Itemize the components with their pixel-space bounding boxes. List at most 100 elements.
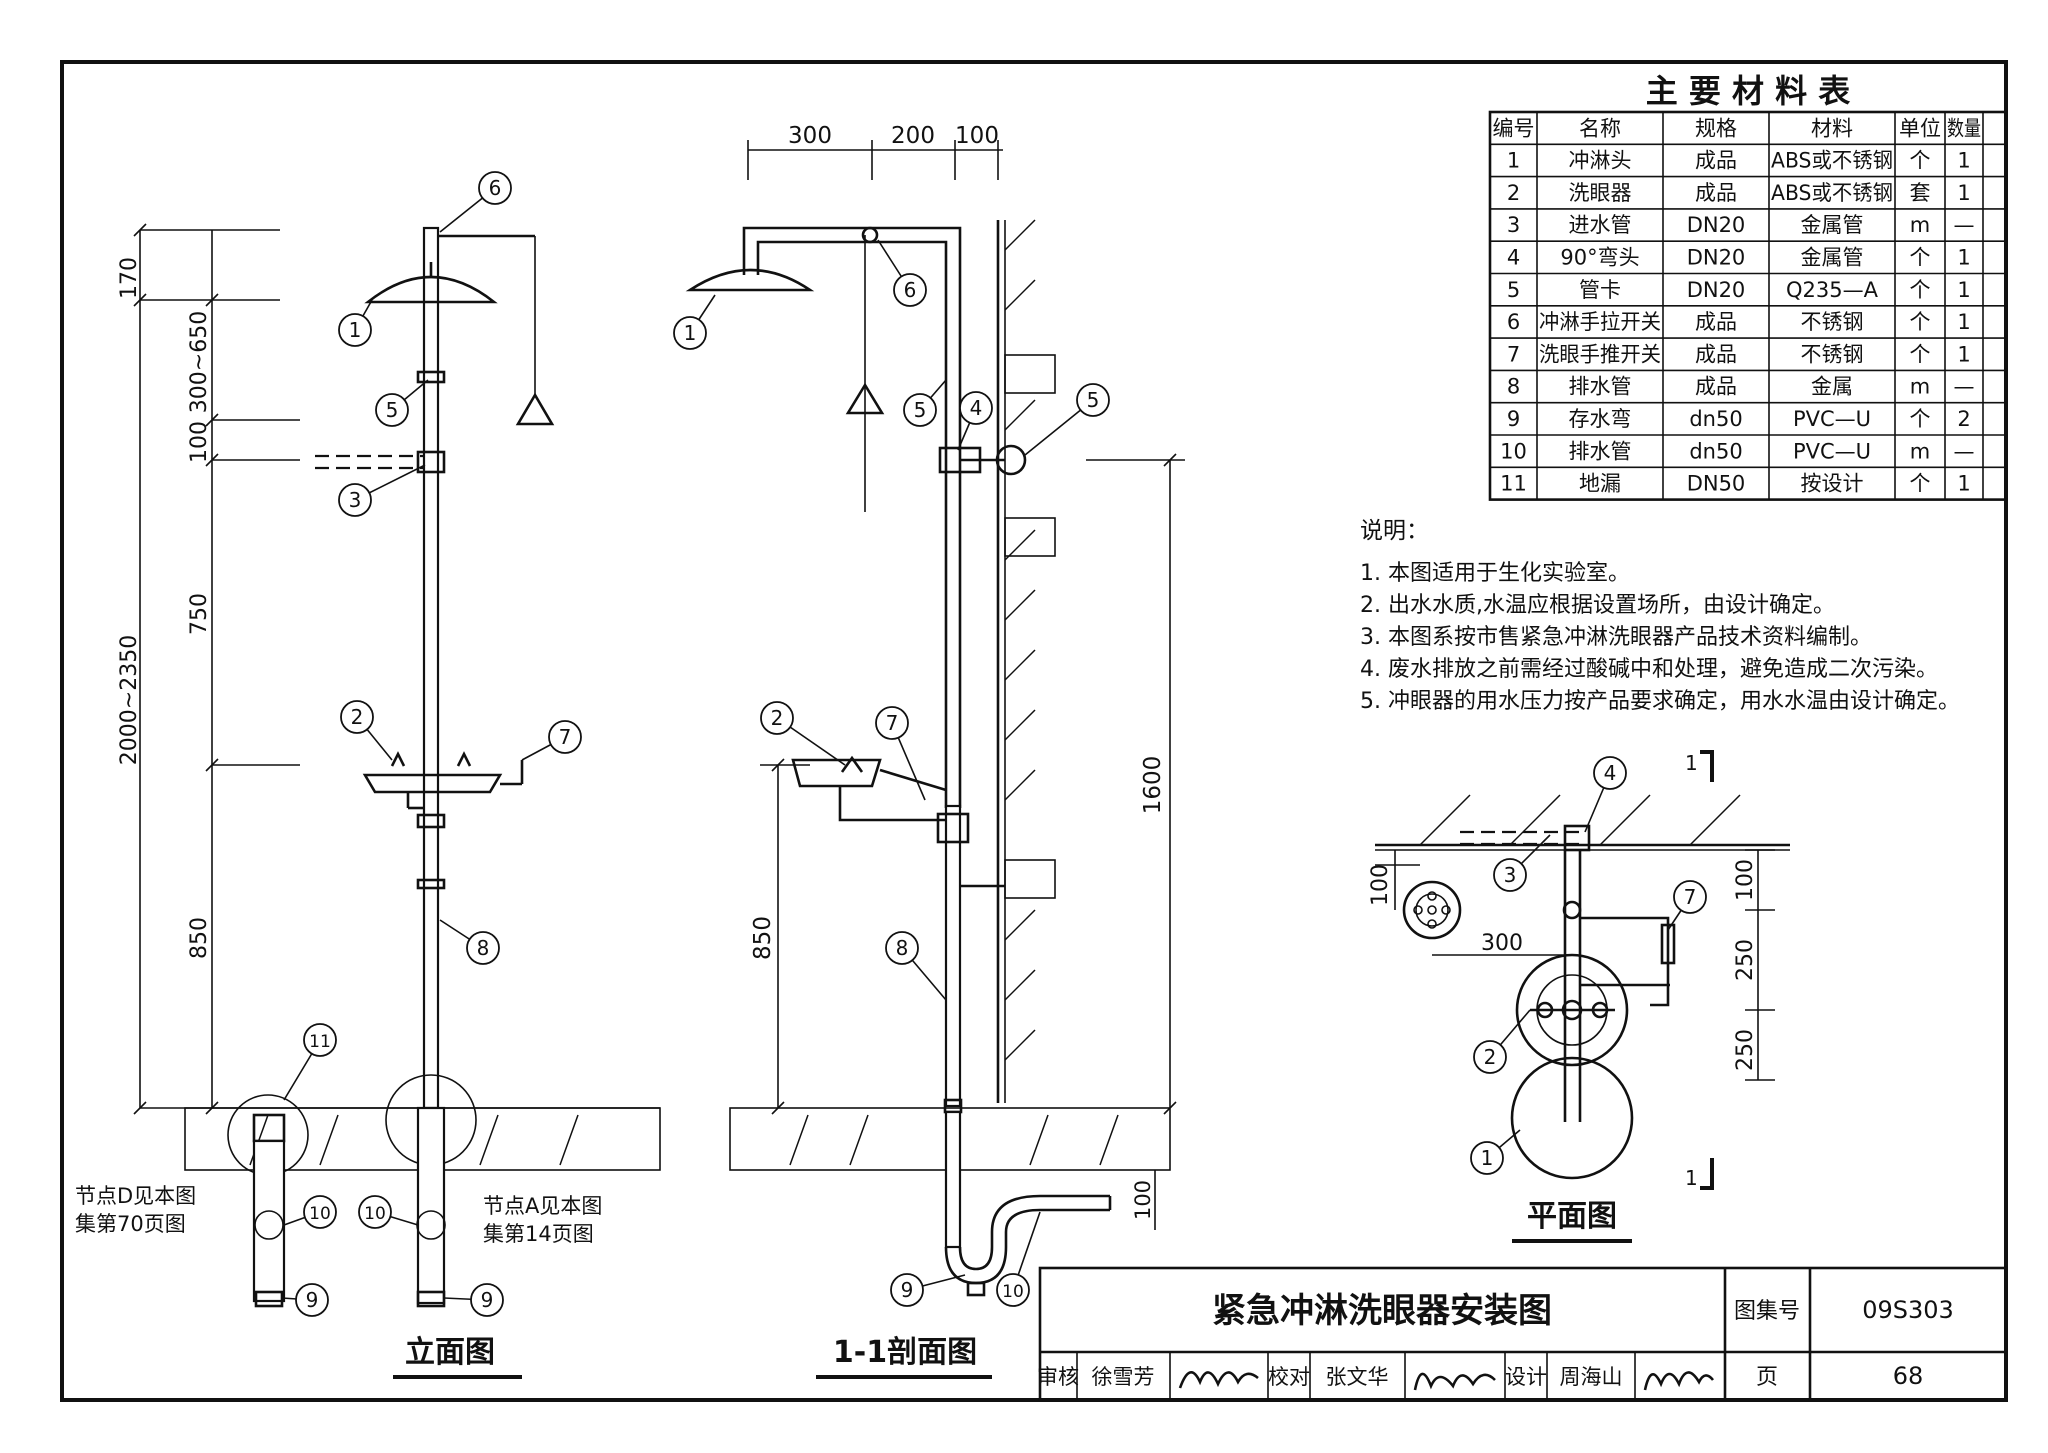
section-mark-bottom: 1 [1685, 1166, 1698, 1190]
table-cell: 10 [1500, 439, 1527, 463]
design-label: 设计 [1505, 1365, 1547, 1389]
elev-dim-170: 170 [117, 257, 142, 299]
node-a-note-2: 集第14页图 [483, 1222, 594, 1246]
note-1: 1. 本图适用于生化实验室。 [1360, 561, 1630, 586]
plan-callout-7: 7 [1684, 885, 1697, 909]
page-label: 页 [1756, 1365, 1778, 1390]
sec-callout-8-bubble [885, 931, 919, 965]
elev-dim-100: 100 [187, 421, 212, 463]
elev-callout-6-bubble [478, 171, 512, 205]
sec-callout-10: 10 [1002, 1282, 1024, 1302]
plan-callout-1: 1 [1481, 1146, 1494, 1170]
table-cell: DN20 [1687, 278, 1746, 302]
table-cell: 9 [1507, 407, 1520, 431]
elev-callout-10-bubble [303, 1195, 337, 1229]
plan-title: 平面图 [1527, 1199, 1617, 1234]
sec-callout-2-bubble [760, 701, 794, 735]
sec-callout-1-bubble [673, 316, 707, 350]
table-cell: 按设计 [1801, 472, 1864, 496]
table-cell: m [1910, 213, 1930, 237]
table-cell: 冲淋头 [1569, 149, 1632, 173]
sec-callout-9: 9 [901, 1278, 914, 1302]
plan-callout-3: 3 [1504, 863, 1517, 887]
sec-callout-4-bubble [959, 391, 993, 425]
table-cell: 进水管 [1569, 213, 1632, 237]
table-header-cell: 规格 [1695, 116, 1737, 140]
elev-callout-9-bubble [470, 1283, 504, 1317]
plan-callout-4: 4 [1604, 761, 1617, 785]
sec-callout-4: 4 [970, 396, 983, 420]
sec-dim-850: 850 [750, 916, 776, 960]
note-4: 4. 废水排放之前需经过酸碱中和处理，避免造成二次污染。 [1360, 657, 1938, 682]
table-cell: Q235—A [1786, 278, 1879, 302]
section-title: 1-1剖面图 [833, 1335, 977, 1370]
table-cell: ABS或不锈钢 [1771, 181, 1893, 205]
table-header-cell: 材料 [1811, 116, 1853, 140]
atlas-number: 09S303 [1862, 1296, 1954, 1324]
sec-callout-7-bubble [875, 706, 909, 740]
elev-callout-9: 9 [306, 1288, 319, 1312]
table-header-cell: 数量 [1947, 116, 1981, 140]
plan-callout-2: 2 [1484, 1045, 1497, 1069]
elev-callout-9-bubble [295, 1283, 329, 1317]
table-cell: 成品 [1695, 375, 1737, 399]
reviewer-name: 徐雪芳 [1092, 1365, 1155, 1389]
table-cell: 8 [1507, 375, 1520, 399]
table-cell: 个 [1910, 310, 1931, 334]
plan-shower-circle [1510, 1056, 1634, 1180]
sec-callout-5: 5 [1087, 388, 1100, 412]
elev-dim-750: 750 [187, 593, 212, 635]
sec-callout-9-bubble [890, 1273, 924, 1307]
drawing-title: 紧急冲淋洗眼器安装图 [1212, 1291, 1552, 1331]
table-cell: 排水管 [1569, 439, 1632, 463]
table-cell: DN20 [1687, 245, 1746, 269]
table-header-cell: 名称 [1579, 116, 1621, 140]
sec-vertical-pipe [944, 804, 962, 1108]
pull-handle [515, 392, 555, 426]
table-cell: 排水管 [1569, 375, 1632, 399]
sec-dim-300: 300 [788, 123, 832, 149]
table-cell: 7 [1507, 342, 1520, 366]
table-cell: 不锈钢 [1801, 310, 1864, 334]
table-cell: 套 [1910, 181, 1931, 205]
table-cell: 金属管 [1801, 213, 1864, 237]
table-cell: 1 [1957, 310, 1970, 334]
table-cell: 1 [1957, 278, 1970, 302]
node-a-note-1: 节点A见本图 [483, 1194, 602, 1218]
elev-dim-300-650: 300~650 [187, 311, 212, 413]
note-2: 2. 出水水质,水温应根据设置场所，由设计确定。 [1360, 593, 1835, 618]
table-cell: 个 [1910, 407, 1931, 431]
elevation-title: 立面图 [405, 1335, 495, 1370]
table-cell: 金属 [1811, 375, 1853, 399]
sec-callout-2: 2 [771, 706, 784, 730]
atlas-label: 图集号 [1734, 1299, 1800, 1324]
sec-callout-8: 8 [896, 936, 909, 960]
table-cell: 洗眼手推开关 [1539, 342, 1661, 366]
table-cell: ABS或不锈钢 [1771, 149, 1893, 173]
materials-table-title: 主 要 材 料 表 [1646, 72, 1851, 110]
title-block: 紧急冲淋洗眼器安装图 图集号 09S303 页 68 审核 徐雪芳 校对 张文华… [1037, 1266, 2008, 1402]
sec-callout-6-bubble [893, 273, 927, 307]
plan-dim-250-b: 250 [1733, 1029, 1758, 1071]
table-cell: 成品 [1695, 181, 1737, 205]
plan-dim-100-right: 100 [1733, 859, 1758, 901]
section-view: 300 200 100 [673, 123, 1185, 1379]
table-cell: 个 [1910, 149, 1931, 173]
elevation-view: 170 300~650 100 750 850 2000~2350 [75, 171, 661, 1379]
table-cell: dn50 [1689, 407, 1742, 431]
elev-callout-5: 5 [386, 398, 399, 422]
checker-signature [1413, 1372, 1496, 1391]
plan-callout-4-bubble [1593, 756, 1627, 790]
elev-callout-11: 11 [309, 1032, 331, 1052]
elev-callout-7-bubble [548, 720, 582, 754]
review-label: 审核 [1037, 1365, 1079, 1389]
sec-callout-5: 5 [914, 398, 927, 422]
table-cell: 1 [1507, 149, 1520, 173]
table-cell: 成品 [1695, 310, 1737, 334]
elev-callout-1-bubble [338, 313, 372, 347]
table-cell: — [1954, 439, 1975, 463]
note-5: 5. 冲眼器的用水压力按产品要求确定，用水水温由设计确定。 [1360, 689, 1960, 714]
plan-floor-drain [1402, 880, 1462, 940]
notes-heading: 说明： [1360, 518, 1429, 544]
sec-callout-5-bubble [903, 393, 937, 427]
